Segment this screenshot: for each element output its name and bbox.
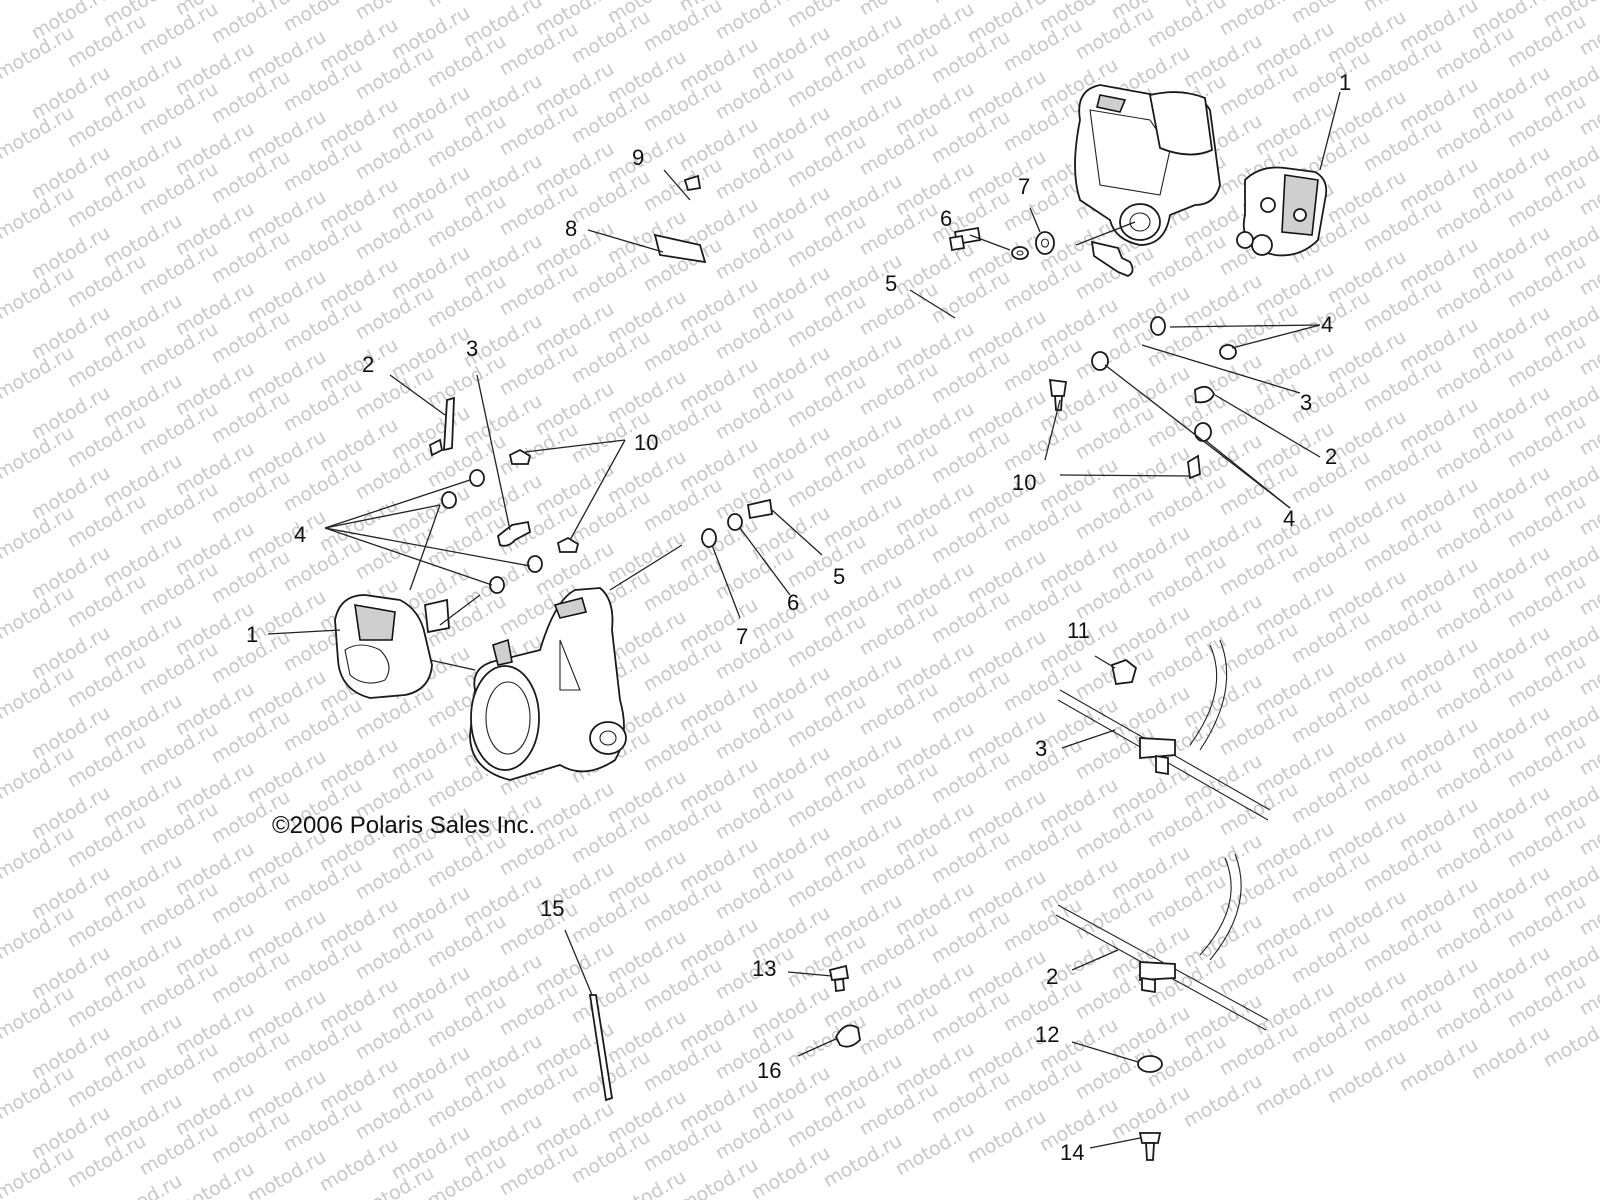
callout-right-washer-6: 6 <box>940 206 952 231</box>
callout-right-washer-4: 4 <box>1283 506 1295 531</box>
right-knuckle-housing <box>1074 84 1221 246</box>
callout-screw-9: 9 <box>632 145 644 170</box>
watermark-text: motod.ru <box>1216 0 1302 40</box>
leader-lines <box>267 91 1341 1149</box>
left-knuckle-housing <box>469 587 627 781</box>
watermark-text: motod.ru <box>712 0 798 44</box>
right-hardware <box>948 226 1237 480</box>
callout-left-washer-6: 6 <box>787 590 799 615</box>
callout-right-washer: 4 <box>1321 312 1333 337</box>
callout-left-caliper: 1 <box>246 622 258 647</box>
misc-hardware <box>588 964 861 1102</box>
callout-screw-13: 13 <box>752 956 776 981</box>
callout-right-washer-7: 7 <box>1018 174 1030 199</box>
watermark-text: motod.ru <box>208 0 294 48</box>
callout-bolt-14: 14 <box>1060 1140 1084 1165</box>
callout-left-bolt-10: 10 <box>634 430 658 455</box>
callout-nut-11: 11 <box>1067 618 1090 643</box>
callout-tie-15: 15 <box>540 896 564 921</box>
callout-washer-12: 12 <box>1035 1022 1059 1047</box>
watermark-text: motod.ru <box>676 1154 762 1200</box>
callout-left-washer-7: 7 <box>736 624 748 649</box>
cable-clamp-detail-upper <box>1057 639 1271 821</box>
watermark-text: motod.ru <box>1288 0 1374 28</box>
callout-labels: 1 4 6 7 5 3 2 10 4 9 8 2 3 10 4 1 5 6 7 … <box>246 70 1351 1165</box>
watermark-text: motod.ru <box>244 1146 330 1200</box>
callout-right-hose-3: 3 <box>1300 390 1312 415</box>
left-brake-caliper <box>334 594 450 699</box>
callout-clamp-2: 2 <box>1046 964 1058 989</box>
left-hardware <box>428 174 774 594</box>
callout-clip-8: 8 <box>565 216 577 241</box>
cable-clamp-detail-lower <box>1055 853 1269 1161</box>
callout-right-hose-2: 2 <box>1325 444 1337 469</box>
callout-left-hose-2: 2 <box>362 352 374 377</box>
callout-left-washer-4: 4 <box>294 522 306 547</box>
callout-left-bolt-5: 5 <box>833 564 845 589</box>
copyright-notice: ©2006 Polaris Sales Inc. <box>272 812 535 839</box>
callout-clamp-3: 3 <box>1035 736 1047 761</box>
callout-right-bolt-5: 5 <box>885 271 897 296</box>
callout-clip-16: 16 <box>757 1058 781 1083</box>
watermark-text: motod.ru <box>1144 0 1230 52</box>
callout-right-caliper: 1 <box>1339 70 1351 95</box>
right-brake-caliper <box>1236 166 1328 257</box>
callout-right-bolt-10: 10 <box>1012 470 1036 495</box>
callout-left-hose-3: 3 <box>466 336 478 361</box>
